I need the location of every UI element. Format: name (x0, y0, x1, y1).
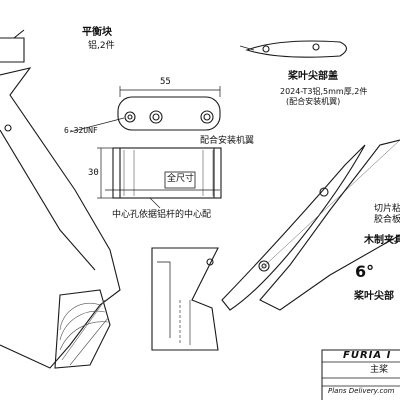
center-hole-note: 中心孔依据铝杆的中心配 (112, 210, 212, 220)
dim-label-30: 30 (88, 168, 99, 178)
wood-clamp-label: 木制夹具 (364, 235, 400, 246)
left-jig-inner (0, 129, 96, 271)
title-block (321, 349, 400, 400)
balance-block-spec: 铝,2件 (88, 41, 115, 51)
blade-tip-hole-1 (258, 260, 270, 272)
left-clamp-arcs (59, 299, 109, 366)
angle-label: 6° (355, 262, 375, 281)
blade-tip-shape (221, 144, 366, 311)
right-note-2: 胶合板 (374, 215, 400, 225)
full-size-label: 全尺寸 (167, 174, 195, 184)
blade-tip-hole-2 (319, 187, 329, 197)
balance-block-title: 平衡块 (82, 27, 112, 38)
fit-note-label: 配合安装机翼 (200, 136, 255, 146)
left-clamp-block (54, 289, 111, 369)
thread-spec-label: 6-32UNF (64, 126, 98, 135)
brand-label: FURIA I (343, 350, 392, 361)
balance-hole-1 (124, 111, 136, 123)
balance-block-side (112, 147, 222, 199)
left-jig-outline (0, 67, 121, 369)
top-left-bracket-side (13, 29, 25, 39)
right-note-1: 切片粘 (374, 204, 400, 214)
dim-label-55: 55 (160, 77, 171, 87)
tip-cover-spec-2: (配合安装机翼) (286, 97, 341, 106)
top-left-bracket (0, 37, 25, 63)
title-sub-label: 主桨 (370, 365, 389, 375)
full-size-box (164, 171, 196, 189)
tip-label: 桨叶尖部 (354, 291, 394, 302)
balance-hole-3 (200, 110, 214, 124)
left-jig-hole (4, 124, 12, 132)
right-wedge (259, 139, 400, 311)
center-jig-hole (206, 258, 214, 266)
balance-hole-2 (149, 110, 163, 124)
balance-block-top (117, 96, 221, 131)
tip-cover-shape (245, 40, 348, 58)
site-label: Plans Delivery.com (328, 387, 395, 395)
center-jig-outline (151, 247, 219, 351)
tip-cover-title: 桨叶尖部盖 (288, 71, 338, 82)
tip-cover-spec-1: 2024-T3铝,5mm厚,2件 (280, 87, 368, 96)
